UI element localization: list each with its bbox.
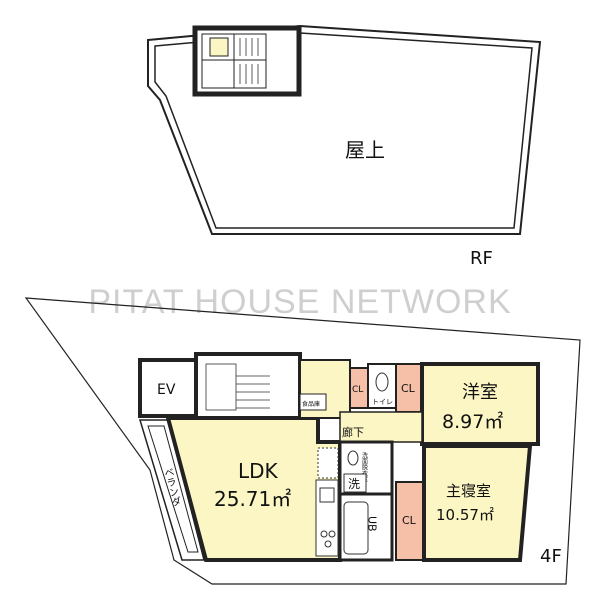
roof-floor-label: RF (470, 248, 493, 269)
watermark: PITAT HOUSE NETWORK (88, 283, 511, 321)
corridor-label: 廊下 (342, 425, 364, 439)
closet-bedroom-label: CL (402, 514, 417, 527)
roof-floor-plan: 屋上 RF (147, 24, 542, 269)
washer-space (343, 473, 367, 493)
washroom-label: 洗面脱衣室 (361, 451, 368, 482)
unit-bath-label: UB (366, 516, 379, 532)
master-bedroom (422, 444, 533, 562)
ldk-name: LDK (238, 459, 279, 483)
sink (347, 450, 359, 466)
closet-toilet-label: CL (352, 385, 363, 395)
roof-outer-parapet (147, 24, 542, 235)
ev-label: EV (157, 382, 176, 398)
ldk-area: 25.71㎡ (214, 487, 291, 511)
elevator (138, 358, 198, 418)
western-room-name: 洋室 (462, 382, 498, 403)
roof-inner-parapet (154, 32, 533, 229)
roof-hatch (209, 37, 229, 57)
stove-burner (324, 540, 332, 548)
stove-burner (328, 530, 336, 538)
roof-stair-treads (239, 38, 259, 84)
western-room-area: 8.97㎡ (442, 410, 503, 433)
master-bedroom-area: 10.57㎡ (436, 506, 494, 524)
washer-label: 洗 (348, 477, 360, 491)
corridor (339, 411, 423, 443)
fourth-floor-label: 4F (540, 546, 562, 567)
western-room (420, 362, 540, 446)
kitchen-sink (319, 487, 335, 503)
toilet-bowl (375, 372, 389, 392)
site-boundary (24, 297, 581, 585)
master-bedroom-name: 主寝室 (446, 482, 491, 500)
bathtub (343, 501, 369, 555)
closet-bedroom (395, 481, 425, 561)
stove-burner (320, 530, 328, 538)
pantry (299, 393, 327, 411)
pantry-label: 食品庫 (302, 400, 320, 408)
toilet-label: トイレ (372, 398, 393, 406)
rooftop-label: 屋上 (345, 138, 385, 162)
fridge-space (317, 447, 339, 479)
fourth-floor-plan: EV 食品庫 CL トイレ CL 洋室 8.97㎡ 廊下 (24, 297, 581, 585)
closet-western-label: CL (401, 382, 416, 395)
